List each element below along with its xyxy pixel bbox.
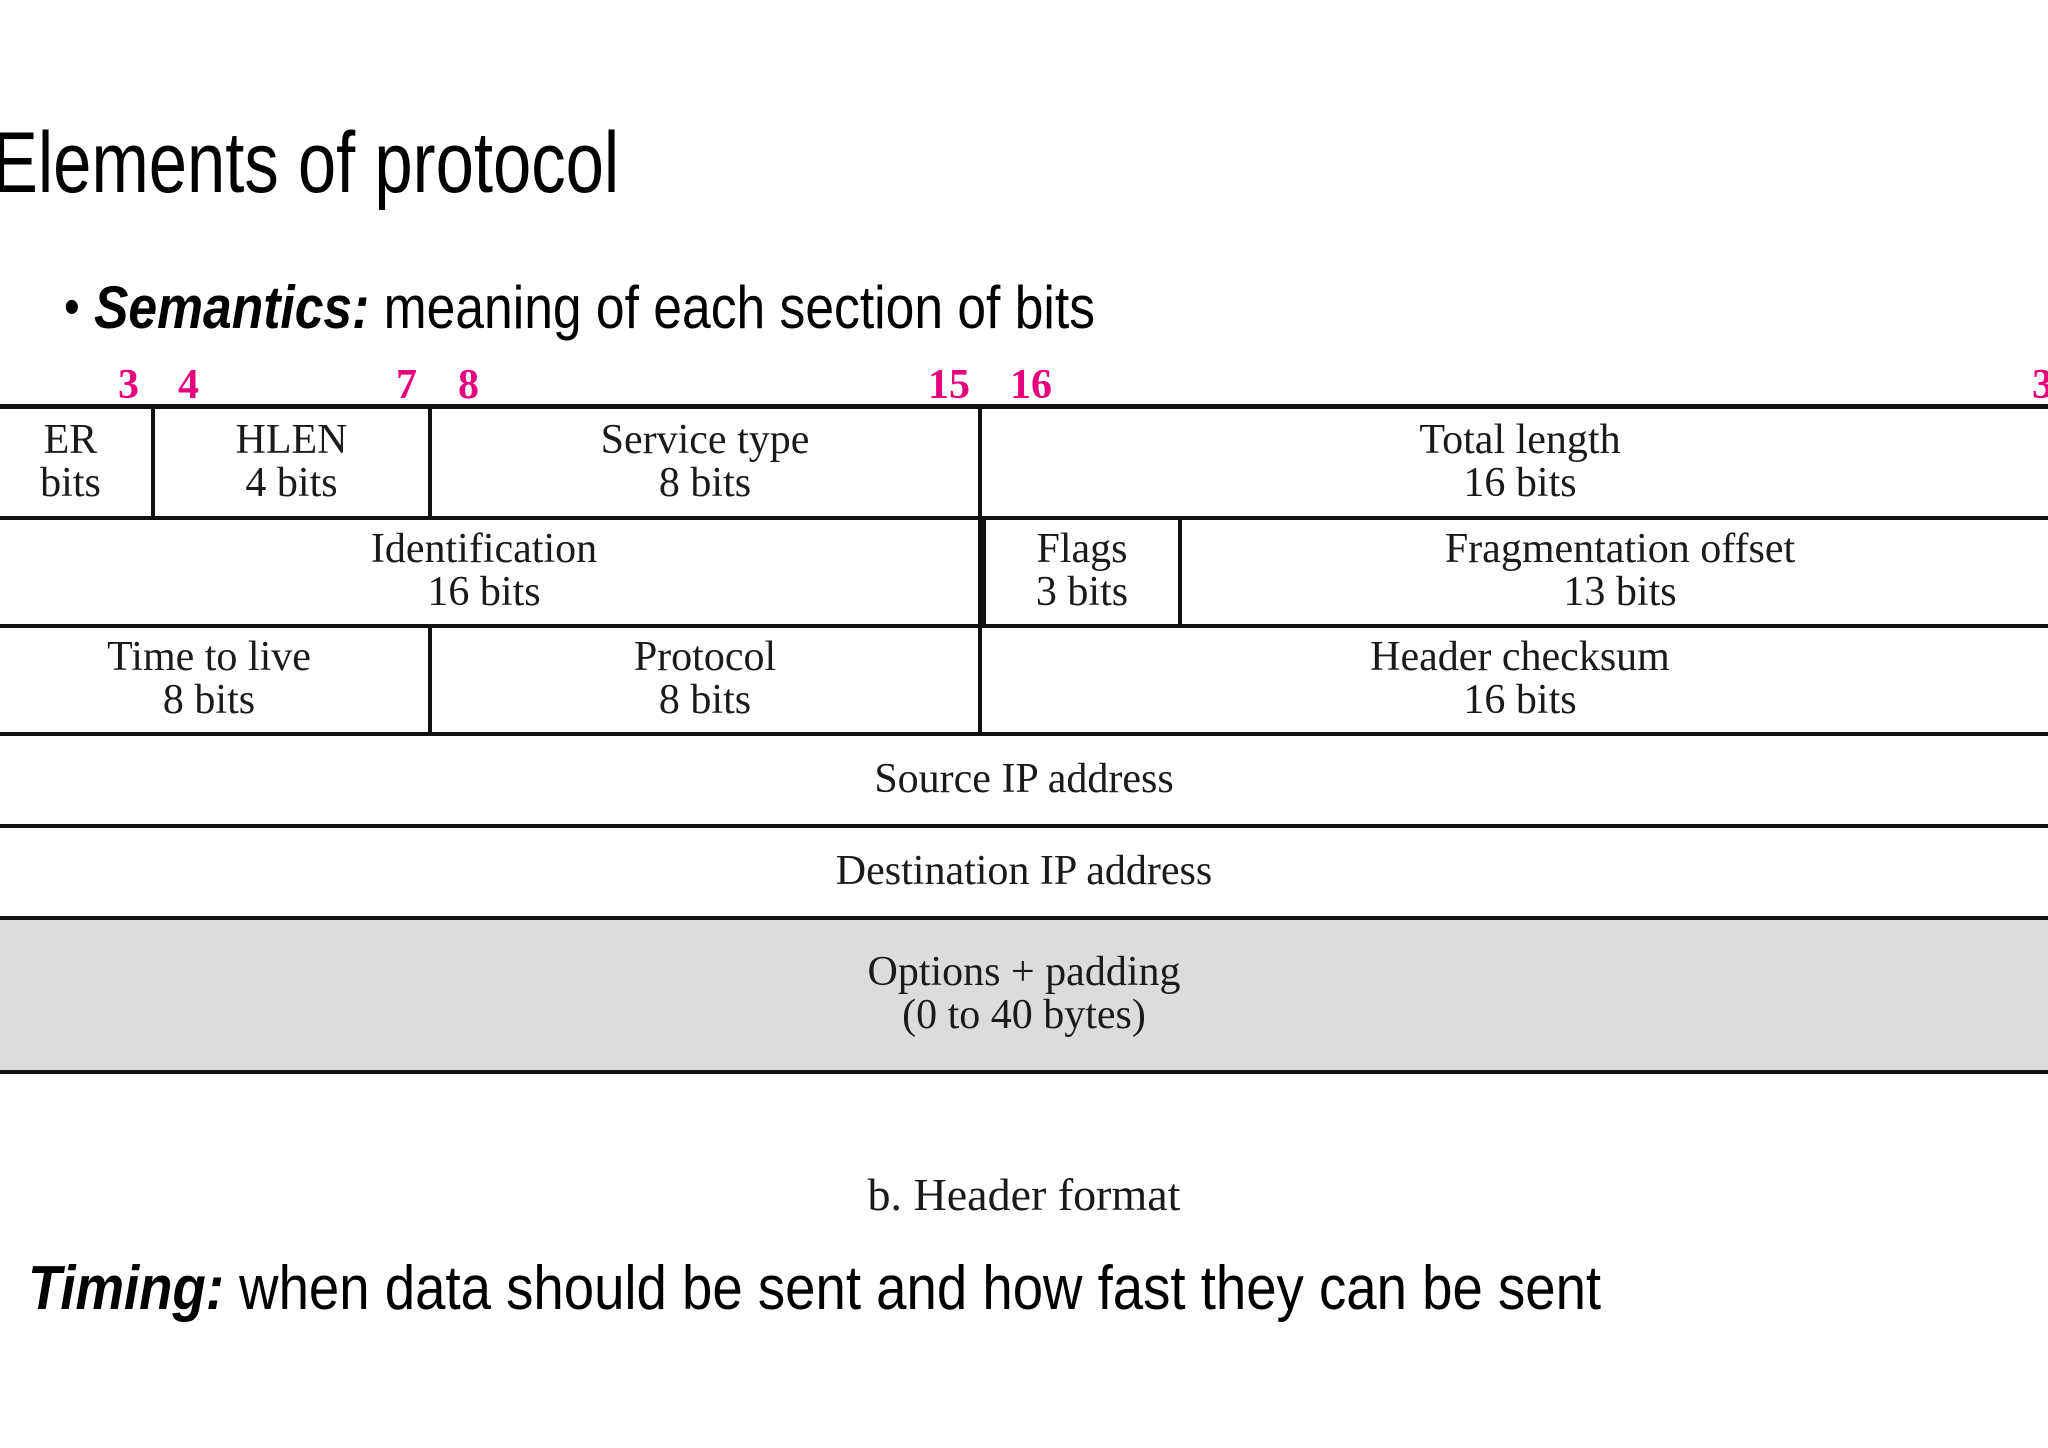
field-size: bits xyxy=(40,459,101,506)
bit-position-label: 16 xyxy=(1010,362,1052,408)
semantics-description: meaning of each section of bits xyxy=(369,274,1096,341)
bit-position-label: 4 xyxy=(178,362,199,408)
bullet-marker-icon: • xyxy=(64,278,80,336)
row-destination-ip: Destination IP address xyxy=(0,824,2048,916)
field-options-padding: Options + padding(0 to 40 bytes) xyxy=(0,920,2048,1070)
field-size: 16 bits xyxy=(1463,459,1577,506)
field-size: 8 bits xyxy=(658,677,752,723)
field-size: 4 bits xyxy=(245,459,338,506)
timing-bullet: Timing: when data should be sent and how… xyxy=(28,1258,1601,1320)
field-label: Fragmentation offset xyxy=(1444,526,1796,573)
timing-term: Timing: xyxy=(28,1254,225,1323)
timing-description: when data should be sent and how fast th… xyxy=(224,1254,1602,1323)
field-label: Total length xyxy=(1419,416,1621,463)
field-label: Header checksum xyxy=(1370,634,1670,681)
field-destination-ip-address: Destination IP address xyxy=(0,828,2048,916)
field-label: Options + padding xyxy=(867,949,1181,996)
field-label: Source IP address xyxy=(874,755,1174,802)
field-label: Service type xyxy=(600,416,810,463)
field-label: Flags xyxy=(1036,526,1128,573)
field-size: 8 bits xyxy=(162,677,256,723)
diagram-caption: b. Header format xyxy=(867,1169,1181,1220)
bit-position-label: 15 xyxy=(928,362,970,408)
field-label: Time to live xyxy=(107,634,311,681)
semantics-bullet: • Semantics: meaning of each section of … xyxy=(64,278,1095,338)
page-title: Elements of protocol xyxy=(0,115,620,211)
field-size: 8 bits xyxy=(658,459,752,506)
row-source-ip: Source IP address xyxy=(0,732,2048,824)
field-size: 3 bits xyxy=(1035,569,1129,615)
semantics-term: Semantics: xyxy=(94,274,370,341)
field-label: HLEN xyxy=(235,416,348,463)
bit-position-label: 3 xyxy=(2032,362,2048,408)
field-size: 16 bits xyxy=(427,569,541,615)
bit-position-label: 7 xyxy=(396,362,417,408)
field-label: Identification xyxy=(370,526,598,573)
field-source-ip-address: Source IP address xyxy=(0,736,2048,824)
field-size: 13 bits xyxy=(1563,569,1677,615)
field-label: ER xyxy=(43,416,98,463)
row-options-padding: Options + padding(0 to 40 bytes) xyxy=(0,916,2048,1074)
bit-position-label: 3 xyxy=(118,362,139,408)
field-size: (0 to 40 bytes) xyxy=(902,992,1146,1038)
field-label: Destination IP address xyxy=(835,847,1213,894)
field-label: Protocol xyxy=(633,634,777,681)
bit-position-label: 8 xyxy=(458,362,479,408)
field-size: 16 bits xyxy=(1463,677,1577,723)
